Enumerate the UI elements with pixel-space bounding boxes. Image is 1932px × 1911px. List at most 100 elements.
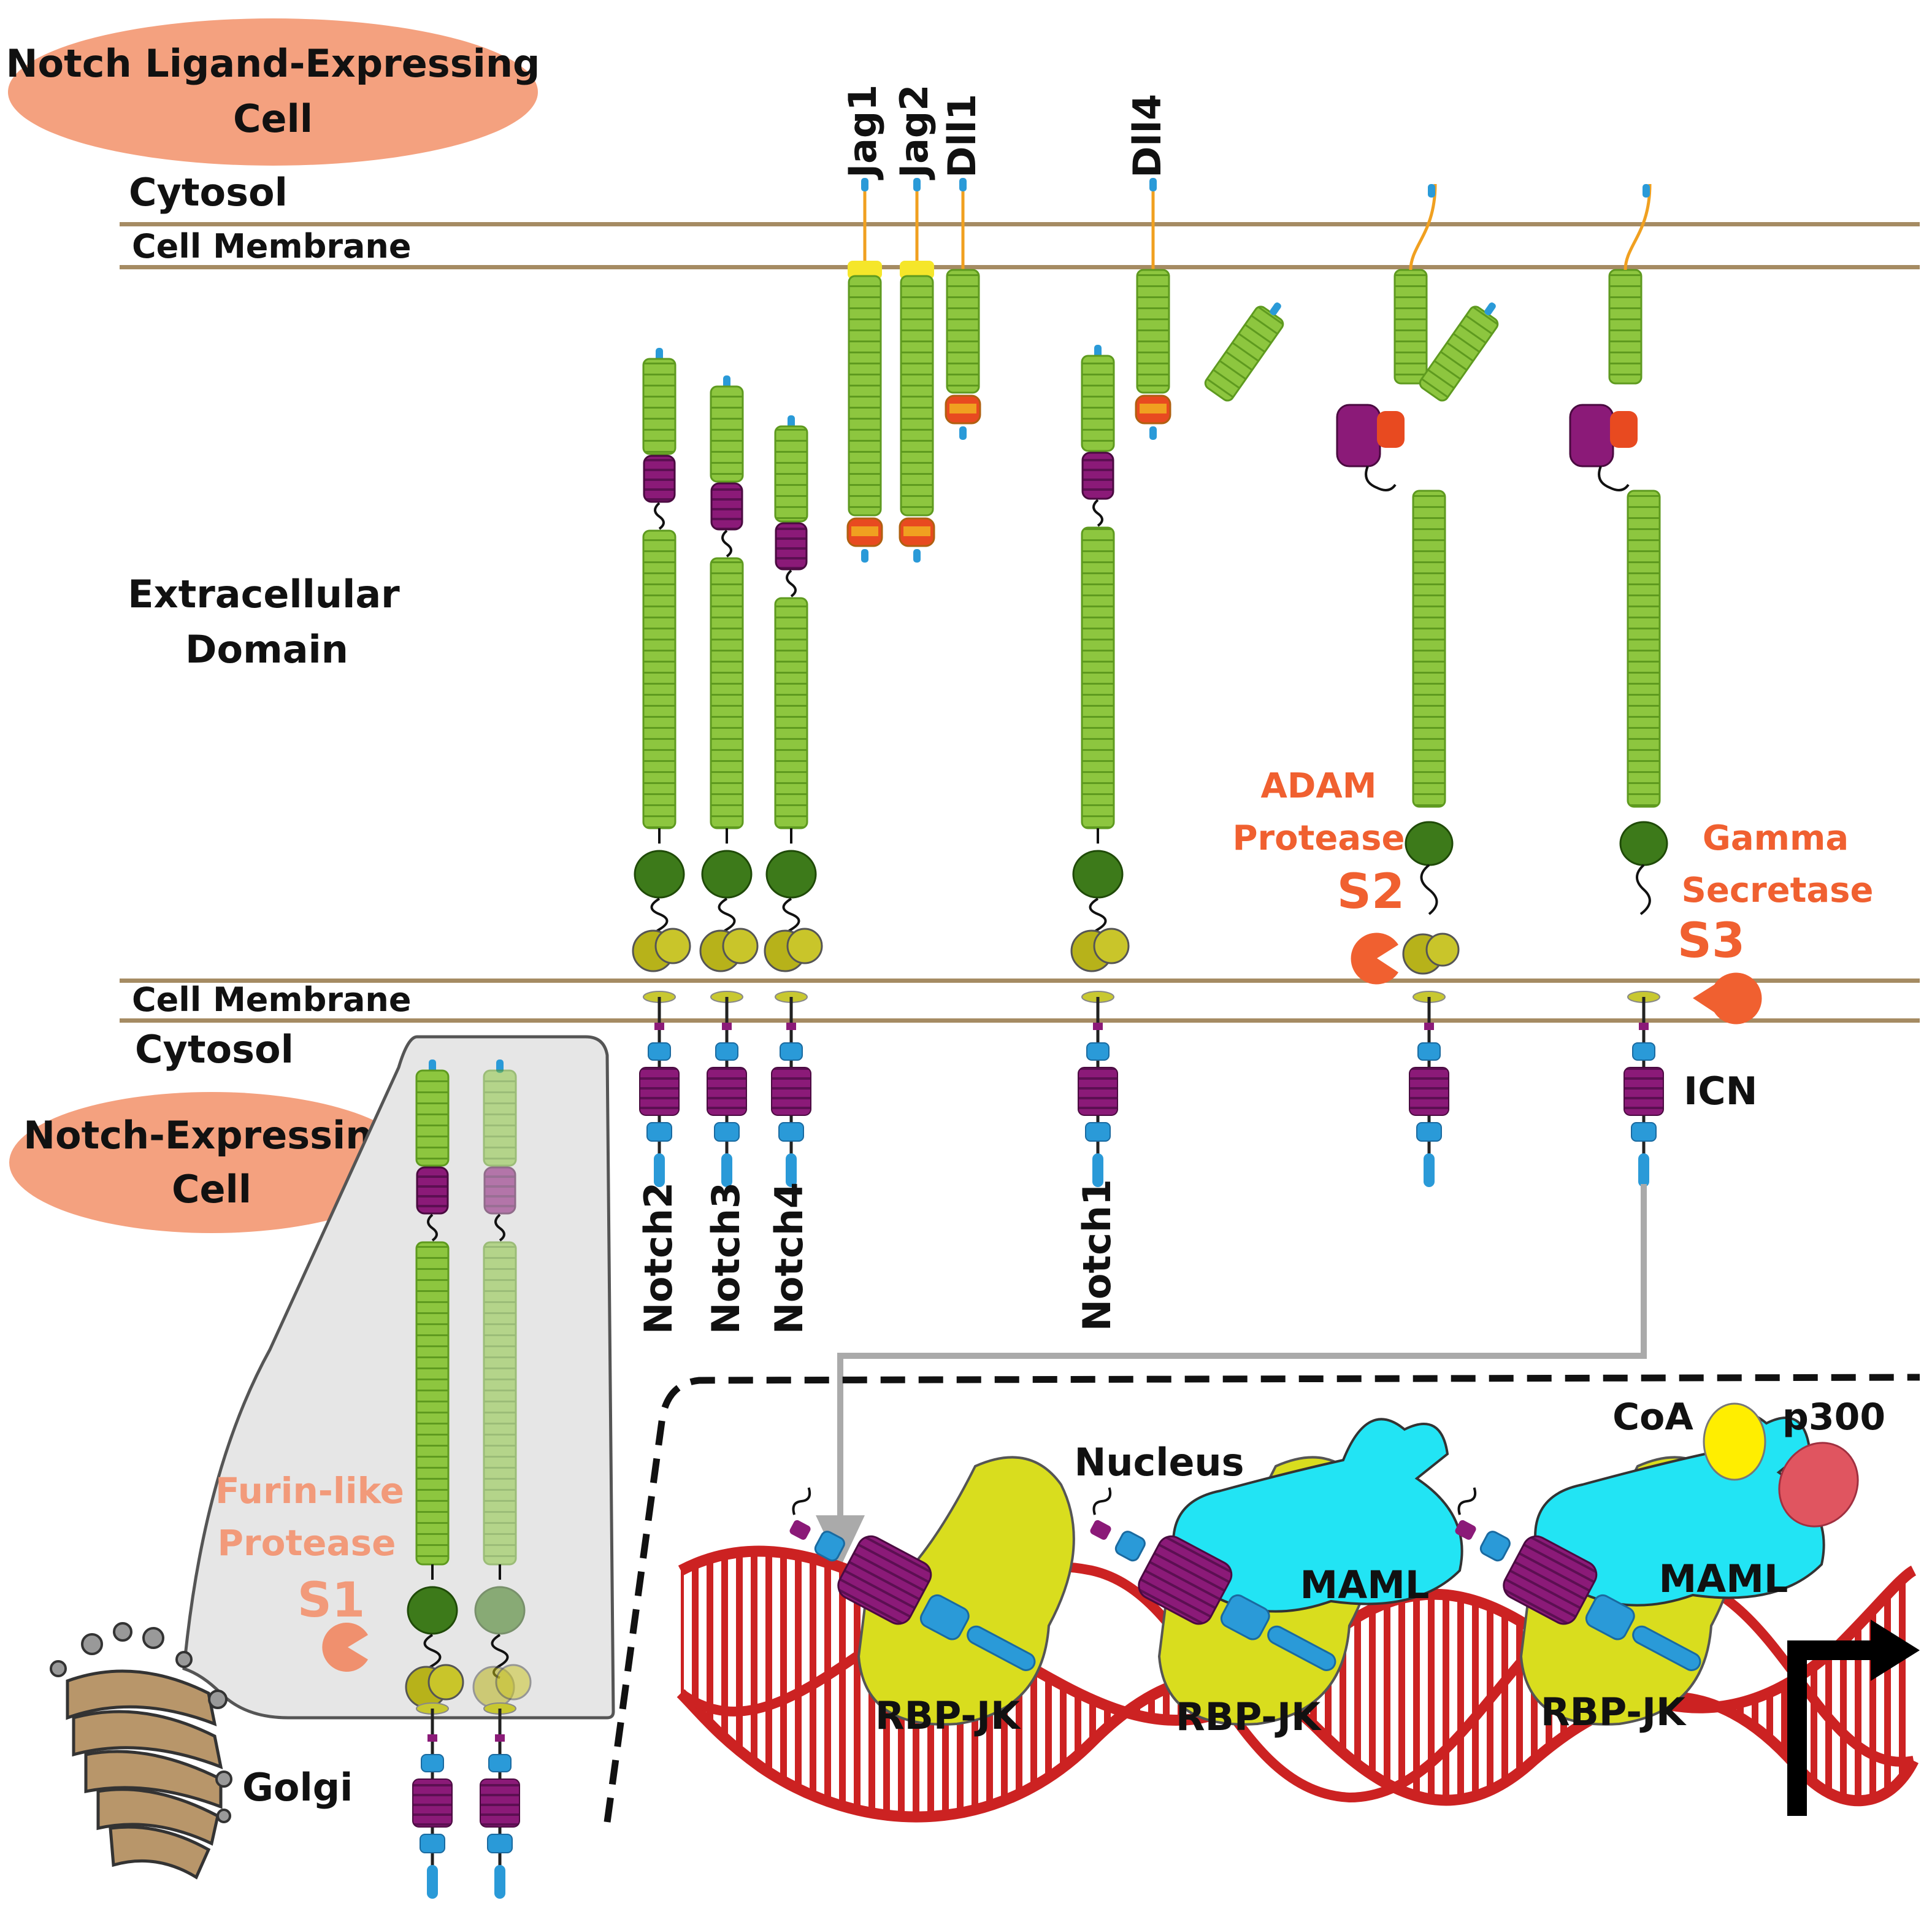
s1-label: S1 <box>297 1573 365 1628</box>
linker <box>494 1213 505 1242</box>
dsl-band <box>903 526 930 536</box>
ram-domain <box>786 1023 796 1030</box>
ligand-binding-cluster-2 <box>1569 404 1614 467</box>
notch-ligands <box>846 178 1171 563</box>
pest-domain <box>427 1865 438 1899</box>
ligand-n-cap <box>959 426 967 440</box>
ligand-icd-cap-bound-1 <box>1428 184 1435 198</box>
bound-ligand-notch-complex-1 <box>1204 302 1284 402</box>
pest-domain <box>494 1865 505 1899</box>
ankyrin-repeats <box>480 1778 520 1828</box>
egf-repeats-lower <box>483 1241 517 1566</box>
extracellular-label-line2: Domain <box>185 627 348 672</box>
icn-nls <box>814 1531 845 1562</box>
transcription-complexes <box>789 1402 1859 1726</box>
notch3-receptor <box>699 375 759 1187</box>
golgi-apparatus <box>50 1622 232 1880</box>
ligand-egf-repeats <box>900 275 934 517</box>
notch2-receptor <box>632 348 691 1187</box>
icn-complex-3 <box>1455 1487 1701 1671</box>
notch-cell-label-line2: Cell <box>172 1167 251 1212</box>
dll-ligand-bound-1 <box>1393 269 1428 385</box>
nls-domain <box>421 1754 444 1772</box>
hd-domain-n <box>1619 821 1668 866</box>
hd-domain-c2 <box>722 928 759 964</box>
rbpjk-label-3: RBP-JK <box>1541 1690 1687 1734</box>
ram-domain <box>427 1734 437 1742</box>
icn-ankyrin <box>837 1535 932 1625</box>
extracellular-label-line1: Extracellular <box>128 572 400 617</box>
ram-domain <box>1093 1023 1103 1030</box>
tad-domain <box>1085 1122 1111 1142</box>
nls-domain <box>1632 1042 1655 1061</box>
s3-label: S3 <box>1677 913 1745 969</box>
cytosol-bottom-label: Cytosol <box>135 1027 294 1072</box>
egf-repeats-upper <box>642 358 677 455</box>
ligand-binding-domain <box>416 1166 449 1215</box>
linker <box>786 569 797 598</box>
bound-ligand-notch-complex-2 <box>1419 302 1499 402</box>
ligand-egf-repeats <box>1136 269 1170 394</box>
hd-domain-n <box>701 850 753 899</box>
ligand-n-cap <box>861 549 868 563</box>
ligand-icd-cap-bound-2 <box>1643 184 1650 198</box>
pest-domain <box>721 1153 732 1187</box>
egf-repeats-upper <box>774 425 808 523</box>
jag2-ligand <box>899 178 935 563</box>
hd-domain-c2 <box>427 1664 464 1701</box>
dll1-ligand <box>945 178 981 440</box>
dsl-cluster-1 <box>1377 411 1405 448</box>
notch4-label: Notch4 <box>767 1182 811 1334</box>
tad-domain <box>778 1122 804 1142</box>
icn-complex-2 <box>1090 1487 1336 1671</box>
furin-label-line1: Furin-like <box>215 1470 404 1512</box>
icn-tad <box>919 1594 970 1640</box>
dsl-band <box>1140 404 1167 413</box>
p300-label: p300 <box>1782 1396 1885 1439</box>
linker <box>427 1213 438 1242</box>
hd-domain-n <box>634 850 685 899</box>
ligand-egf-repeats <box>848 275 882 517</box>
egf-repeats-lower <box>642 529 677 829</box>
hd-domain-n <box>1405 821 1454 866</box>
hd-domain-n <box>407 1586 458 1635</box>
rbpjk-label-1: RBP-JK <box>875 1693 1021 1738</box>
maml-label-2: MAML <box>1659 1556 1788 1601</box>
cell-membrane-bottom-label: Cell Membrane <box>132 980 412 1019</box>
ram-domain <box>1424 1023 1434 1030</box>
hd-linker <box>1636 864 1651 915</box>
ligand-binding-domain <box>643 455 676 503</box>
ligand-egf-repeats <box>946 269 980 394</box>
pest-domain <box>1092 1153 1103 1187</box>
notch3-label: Notch3 <box>703 1182 748 1334</box>
dsl-band <box>851 526 878 536</box>
nls-domain <box>715 1042 738 1061</box>
icn-translocation-arrow <box>837 1184 1647 1528</box>
icn-pest <box>967 1625 1036 1671</box>
jag2-label: Jag2 <box>892 85 937 180</box>
maml-1 <box>1172 1418 1463 1613</box>
hd-domain-c2 <box>495 1664 532 1701</box>
cell-membrane-top-label: Cell Membrane <box>132 227 412 266</box>
ligand-cell-label-line1: Notch Ligand-Expressing <box>6 41 540 86</box>
ankyrin-repeats <box>1409 1067 1449 1116</box>
icn-nls <box>1479 1531 1511 1562</box>
gamma-secretase-icon <box>1693 972 1762 1025</box>
notch4-receptor <box>764 415 823 1187</box>
tad-domain <box>714 1122 740 1142</box>
tad-domain <box>646 1122 672 1142</box>
hd-domain-c2 <box>654 928 691 964</box>
icn-tad <box>1585 1594 1635 1640</box>
ankyrin-repeats <box>707 1067 747 1116</box>
ligand-binding-domain <box>710 482 743 531</box>
ligand-icd-cap <box>861 178 868 191</box>
s2-label: S2 <box>1337 864 1405 920</box>
egf-repeats-upper <box>483 1069 517 1167</box>
nls-domain <box>780 1042 803 1061</box>
dll-ligand-bound-2 <box>1608 269 1643 385</box>
hd-domain-c2 <box>1425 932 1460 967</box>
pest-domain <box>1424 1153 1435 1187</box>
ankyrin-repeats <box>771 1067 811 1116</box>
nls-domain <box>488 1754 512 1772</box>
